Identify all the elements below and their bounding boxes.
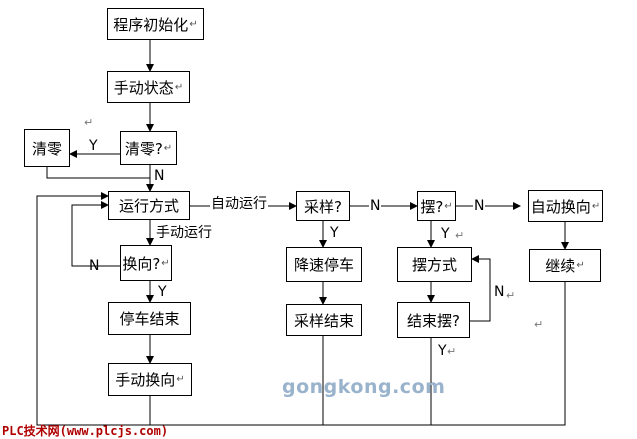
- continue-box: 继续↵: [529, 249, 601, 282]
- swing-question-box: 摆?↵: [417, 191, 456, 221]
- reverse-question-box: 换向?↵: [120, 245, 172, 281]
- clear-question-box: 清零?↵: [120, 131, 177, 165]
- swing-no-label: N: [473, 198, 486, 214]
- source-caption: PLC技术网(www.plcjs.com): [2, 424, 169, 438]
- line-reverse-no-loop: [71, 201, 120, 267]
- sample-end-box: 采样结束: [286, 304, 362, 336]
- paragraph-mark: ↵: [506, 289, 516, 302]
- end-swing-yes-label: Y: [438, 343, 447, 359]
- end-swing-no-label: N: [494, 284, 505, 300]
- stop-end-box: 停车结束: [108, 302, 191, 335]
- line-return-bus: [36, 192, 566, 426]
- init-box: 程序初始化↵: [107, 8, 204, 40]
- swing-yes-label: Y: [441, 226, 450, 242]
- sample-no-label: N: [369, 198, 382, 214]
- manual-run-label: 手动运行: [156, 225, 212, 241]
- manual-state-box: 手动状态↵: [107, 71, 190, 103]
- paragraph-mark: ↵: [84, 116, 94, 129]
- reverse-no-label: N: [89, 258, 100, 274]
- sample-yes-label: Y: [330, 225, 339, 241]
- clear-no-label: N: [153, 168, 166, 184]
- paragraph-mark: ↵: [455, 229, 465, 242]
- auto-reverse-box: 自动换向↵: [528, 190, 603, 222]
- paragraph-mark: ↵: [534, 318, 544, 331]
- clear-box: 清零: [24, 129, 70, 167]
- run-mode-box: 运行方式: [108, 191, 190, 220]
- reverse-yes-label: Y: [158, 284, 167, 300]
- sample-question-box: 采样?: [296, 191, 350, 221]
- paragraph-mark: ↵: [447, 345, 457, 358]
- line-clear-return: [46, 167, 150, 179]
- slow-stop-box: 降速停车: [286, 247, 362, 282]
- swing-mode-box: 摆方式: [397, 247, 472, 282]
- end-swing-question-box: 结束摆?: [397, 302, 470, 338]
- watermark: gongkong.com: [282, 376, 446, 398]
- manual-reverse-box: 手动换向↵: [108, 363, 192, 396]
- auto-run-label: 自动运行: [210, 196, 268, 212]
- line-endswing-no-loop: [470, 255, 491, 322]
- clear-yes-label: Y: [89, 138, 98, 154]
